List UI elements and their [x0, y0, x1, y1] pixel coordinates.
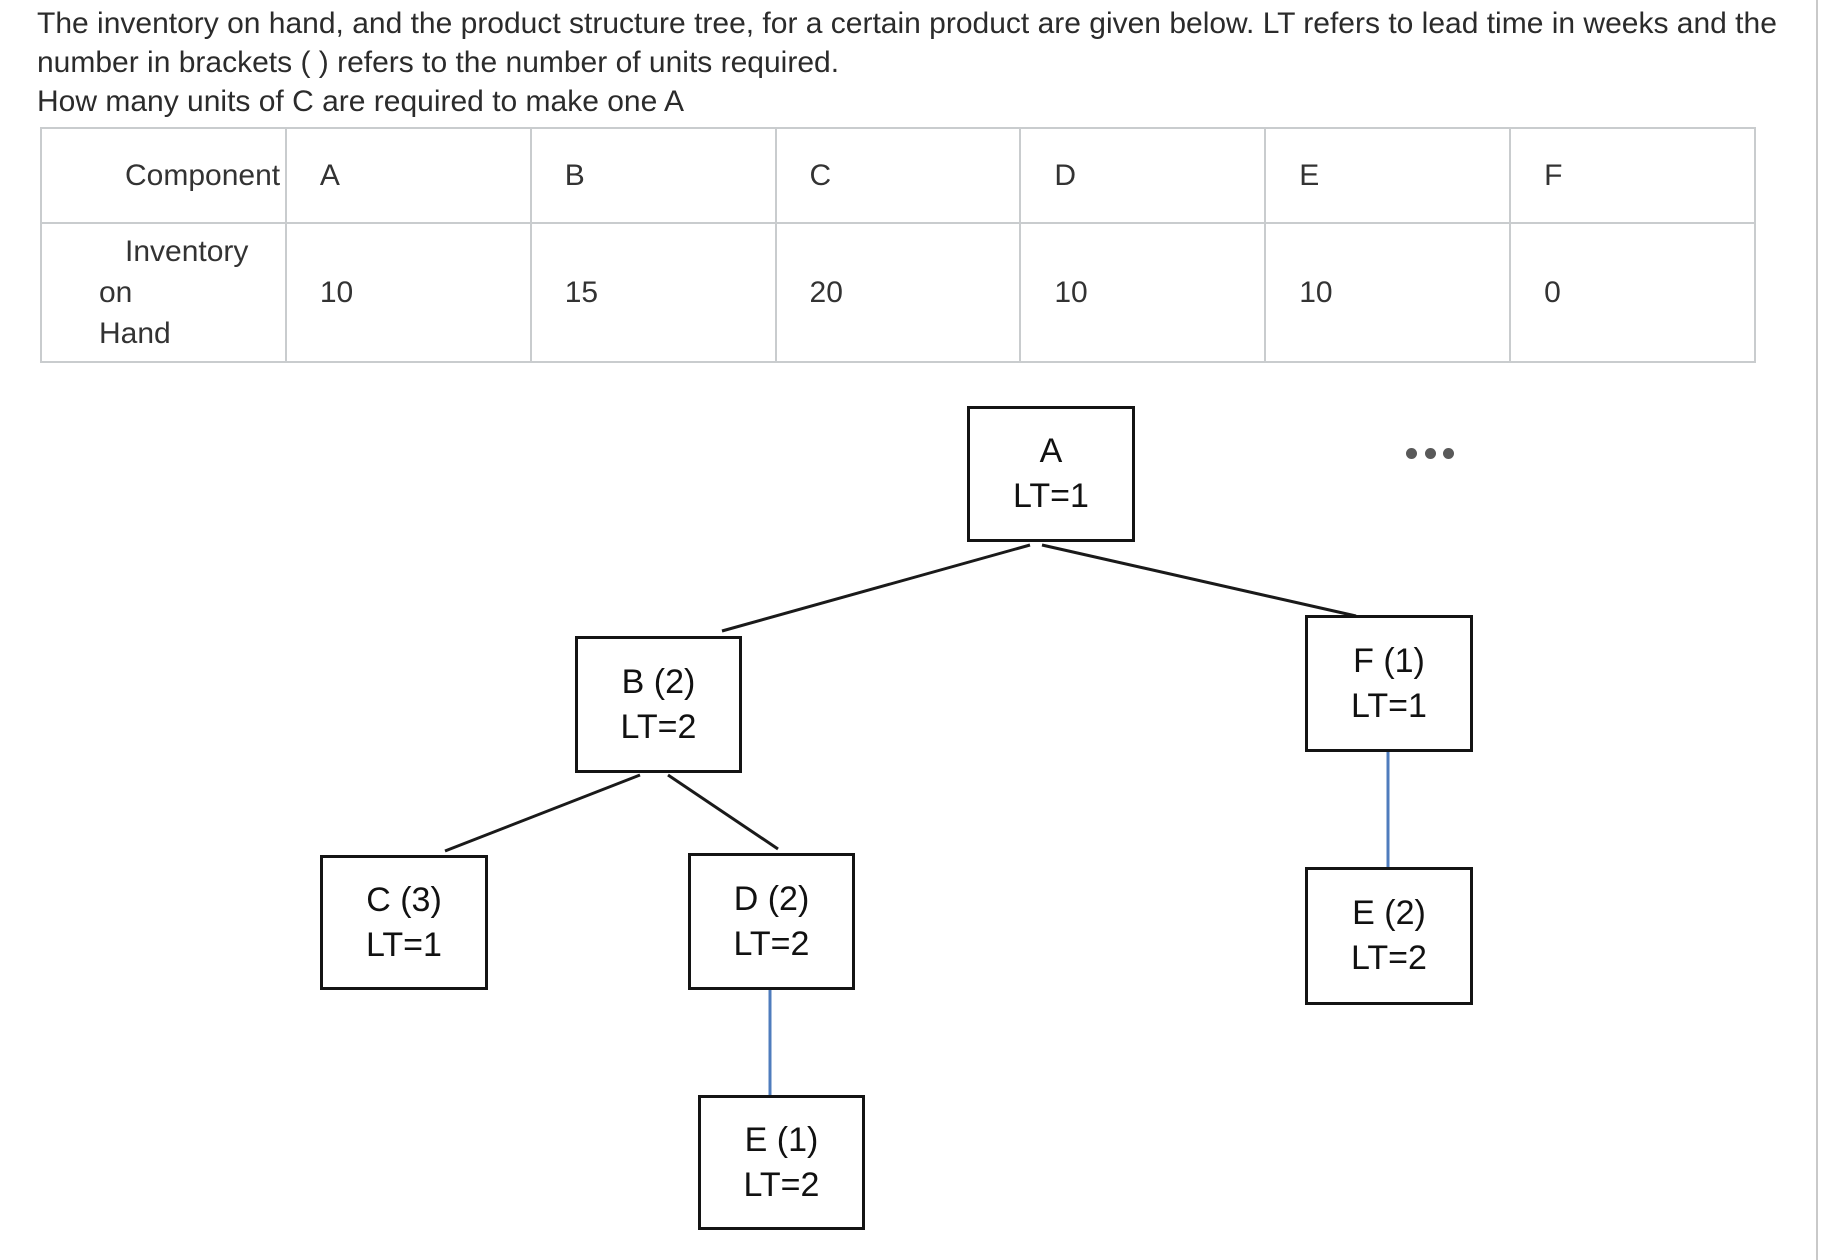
edge-b-d: [667, 773, 779, 851]
header-cell-f: F: [1509, 127, 1756, 224]
table-header-row: Component A B C D E F: [40, 127, 1756, 224]
tree-node-b: B (2) LT=2: [575, 636, 742, 773]
tree-node-d: D (2) LT=2: [688, 853, 855, 990]
header-cell-component: Component: [40, 127, 287, 224]
header-cell-a: A: [284, 127, 532, 224]
question-line-1: The inventory on hand, and the product s…: [37, 7, 1777, 40]
tree-node-e-under-d: E (1) LT=2: [698, 1095, 865, 1230]
edge-b-c: [444, 773, 641, 853]
header-cell-b: B: [529, 127, 777, 224]
inventory-table: Component A B C D E F Inventory on Hand …: [40, 127, 1756, 363]
tree-node-f: F (1) LT=1: [1305, 615, 1473, 752]
row-label-inventory-on-hand: Inventory on Hand: [40, 222, 287, 363]
tree-node-c: C (3) LT=1: [320, 855, 488, 990]
inventory-value-f: 0: [1509, 222, 1756, 363]
edge-a-f: [1041, 543, 1357, 618]
table-inventory-row: Inventory on Hand 10 15 20 10 10 0: [40, 222, 1756, 363]
tree-node-e-under-f: E (2) LT=2: [1305, 867, 1473, 1005]
inventory-value-e: 10: [1264, 222, 1512, 363]
inventory-value-c: 20: [774, 222, 1022, 363]
question-text: The inventory on hand, and the product s…: [37, 4, 1797, 121]
inventory-value-d: 10: [1019, 222, 1267, 363]
more-options-ellipsis-icon[interactable]: [1406, 446, 1454, 460]
header-cell-e: E: [1264, 127, 1512, 224]
question-line-3: How many units of C are required to make…: [37, 85, 684, 118]
inventory-value-a: 10: [284, 222, 532, 363]
inventory-value-b: 15: [529, 222, 777, 363]
edge-a-b: [721, 543, 1031, 633]
question-line-2: number in brackets ( ) refers to the num…: [37, 46, 840, 79]
page-right-edge-divider: [1816, 0, 1818, 1260]
header-cell-d: D: [1019, 127, 1267, 224]
tree-node-a: A LT=1: [967, 406, 1135, 542]
header-cell-c: C: [774, 127, 1022, 224]
